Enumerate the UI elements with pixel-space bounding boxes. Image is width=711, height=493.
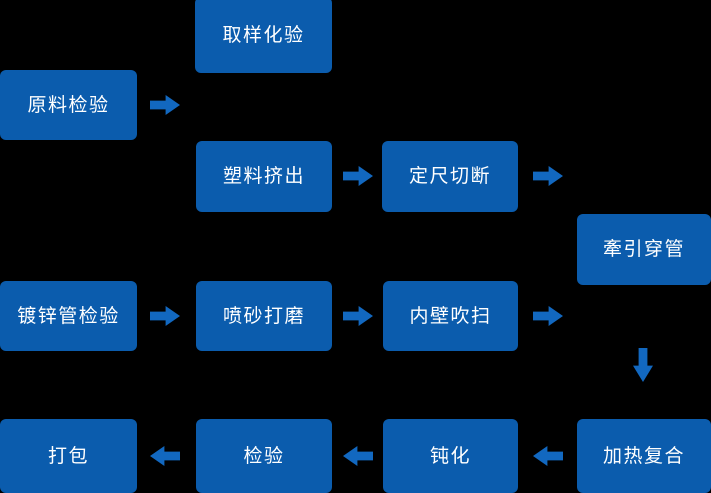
flowchart-node-label: 取样化验 (222, 24, 305, 46)
flowchart-node-label: 定尺切断 (408, 166, 491, 187)
flowchart-node-label: 检验 (243, 445, 285, 467)
flowchart-node-label: 塑料挤出 (222, 166, 305, 187)
flowchart-node[interactable]: 定尺切断 (382, 141, 518, 212)
arrow-galvanized-to-blasting-icon (150, 306, 180, 326)
flowchart-node[interactable]: 检验 (196, 419, 332, 493)
arrow-blasting-to-blowing-icon (343, 306, 373, 326)
flowchart-node[interactable]: 打包 (0, 419, 137, 493)
flowchart-node[interactable]: 牽引穿管 (577, 214, 711, 285)
arrow-raw-material-to-extrusion-icon (150, 95, 180, 115)
arrow-down-to-heating-icon (633, 348, 653, 382)
flowchart-node-label: 镀锌管检验 (17, 305, 120, 327)
flowchart-node-label: 喷砂打磨 (222, 305, 305, 327)
flowchart-node[interactable]: 塑料挤出 (196, 141, 332, 212)
flowchart-node-label: 加热复合 (602, 445, 685, 467)
flowchart-node[interactable]: 内壁吹扫 (383, 281, 518, 351)
arrow-blowing-to-down-icon (533, 306, 563, 326)
arrow-inspection-to-packing-icon (150, 446, 180, 466)
flowchart-node[interactable]: 镀锌管检验 (0, 281, 137, 351)
arrow-extrusion-to-cutting-icon (343, 166, 373, 186)
arrow-passivation-to-inspection-icon (343, 446, 373, 466)
arrow-heating-to-passivation-icon (533, 446, 563, 466)
flowchart-node[interactable]: 钝化 (383, 419, 518, 493)
flowchart-node[interactable]: 喷砂打磨 (196, 281, 332, 351)
flowchart-node-label: 钝化 (429, 445, 471, 467)
flowchart-node-label: 原料检验 (27, 94, 110, 116)
flowchart-node-label: 内壁吹扫 (409, 305, 492, 327)
flowchart-node-label: 牽引穿管 (602, 239, 685, 260)
flowchart-node[interactable]: 加热复合 (577, 419, 711, 493)
flowchart-node[interactable]: 取样化验 (195, 0, 332, 73)
flowchart-node[interactable]: 原料检验 (0, 70, 137, 140)
flowchart-node-label: 打包 (47, 445, 89, 467)
arrow-cutting-to-threading-icon (533, 166, 563, 186)
